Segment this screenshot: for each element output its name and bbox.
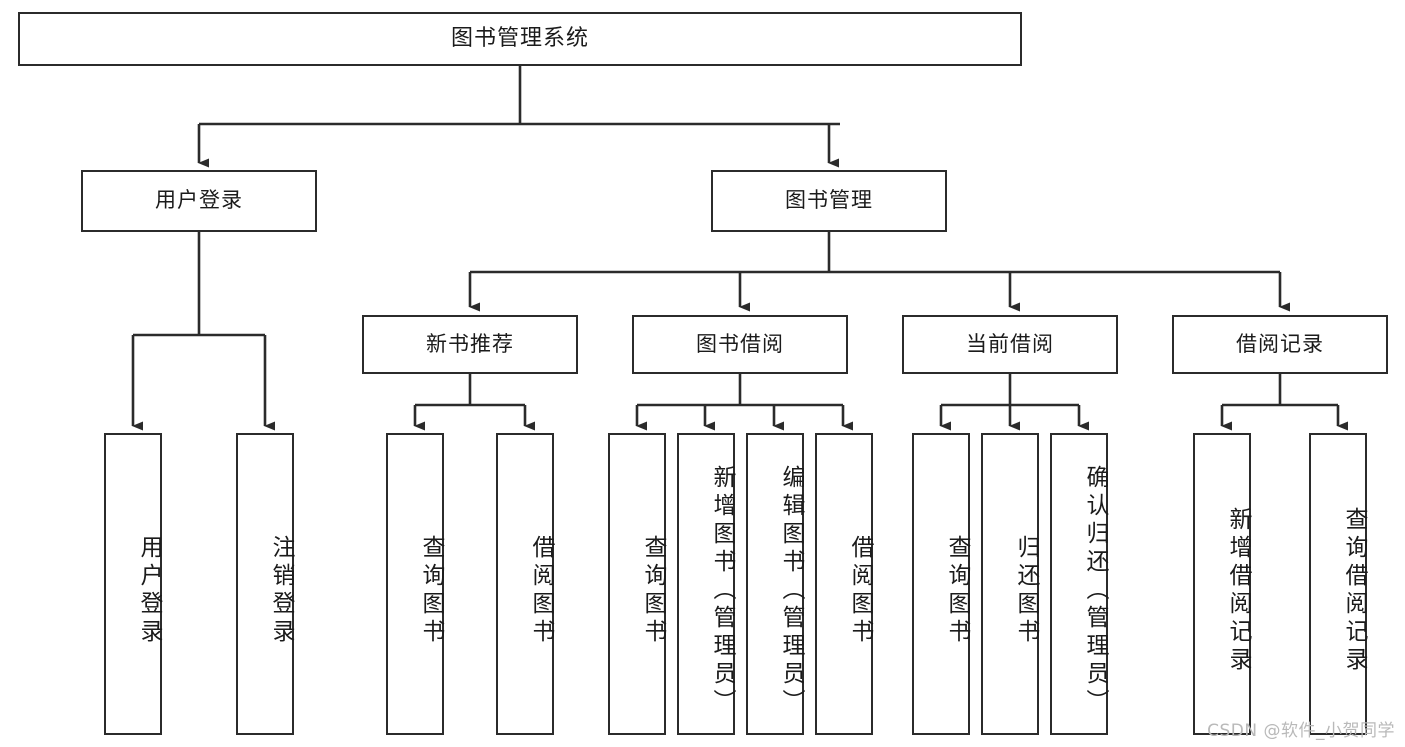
leaf-query-book-2-label: 查询图书 (640, 535, 666, 647)
leaf-confirm-return-label: 确认归还（管理员） (1082, 465, 1108, 717)
csdn-watermark: CSDN @软件_小贺同学 (1207, 721, 1395, 741)
leaf-borrow-book-1-label: 借阅图书 (528, 535, 554, 647)
node-new-book-rec[interactable]: 新书推荐 (362, 315, 578, 374)
leaf-user-logout[interactable]: 注销登录 (236, 433, 294, 735)
leaf-borrow-book-2-label: 借阅图书 (847, 535, 873, 647)
node-book-manage[interactable]: 图书管理 (711, 170, 947, 232)
leaf-edit-book[interactable]: 编辑图书（管理员） (746, 433, 804, 735)
node-root-label: 图书管理系统 (450, 25, 589, 51)
leaf-borrow-book-2[interactable]: 借阅图书 (815, 433, 873, 735)
node-new-book-rec-label: 新书推荐 (426, 331, 514, 356)
leaf-user-logout-label: 注销登录 (268, 535, 294, 647)
leaf-query-record-label: 查询借阅记录 (1341, 507, 1367, 675)
node-user-login-label: 用户登录 (155, 188, 243, 213)
leaf-query-book-3-label: 查询图书 (944, 535, 970, 647)
node-book-borrow[interactable]: 图书借阅 (632, 315, 848, 374)
node-root[interactable]: 图书管理系统 (18, 12, 1022, 66)
leaf-return-book[interactable]: 归还图书 (981, 433, 1039, 735)
leaf-add-book-label: 新增图书（管理员） (709, 465, 735, 717)
node-user-login[interactable]: 用户登录 (81, 170, 317, 232)
node-borrow-record[interactable]: 借阅记录 (1172, 315, 1388, 374)
node-current-borrow-label: 当前借阅 (966, 331, 1054, 356)
leaf-return-book-label: 归还图书 (1013, 535, 1039, 647)
leaf-query-book-1[interactable]: 查询图书 (386, 433, 444, 735)
leaf-borrow-book-1[interactable]: 借阅图书 (496, 433, 554, 735)
node-book-manage-label: 图书管理 (785, 188, 873, 213)
node-borrow-record-label: 借阅记录 (1236, 331, 1324, 356)
leaf-edit-book-label: 编辑图书（管理员） (778, 465, 804, 717)
node-book-borrow-label: 图书借阅 (696, 331, 784, 356)
leaf-confirm-return[interactable]: 确认归还（管理员） (1050, 433, 1108, 735)
leaf-query-record[interactable]: 查询借阅记录 (1309, 433, 1367, 735)
leaf-user-login[interactable]: 用户登录 (104, 433, 162, 735)
leaf-add-record[interactable]: 新增借阅记录 (1193, 433, 1251, 735)
leaf-query-book-1-label: 查询图书 (418, 535, 444, 647)
leaf-query-book-3[interactable]: 查询图书 (912, 433, 970, 735)
leaf-query-book-2[interactable]: 查询图书 (608, 433, 666, 735)
leaf-add-record-label: 新增借阅记录 (1225, 507, 1251, 675)
leaf-add-book[interactable]: 新增图书（管理员） (677, 433, 735, 735)
node-current-borrow[interactable]: 当前借阅 (902, 315, 1118, 374)
leaf-user-login-label: 用户登录 (136, 535, 162, 647)
